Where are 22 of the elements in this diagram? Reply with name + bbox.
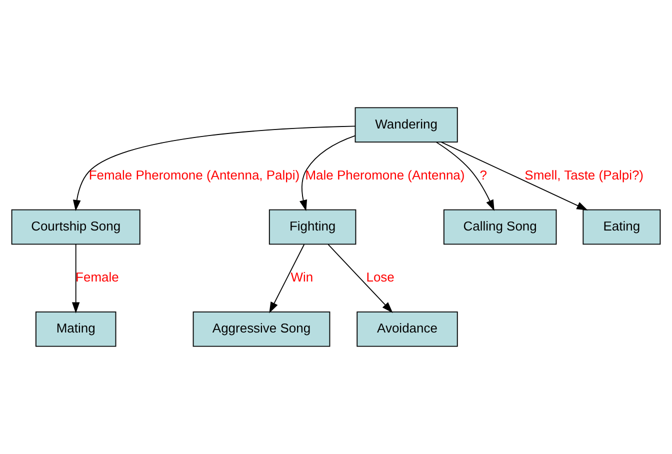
arrow <box>440 142 588 210</box>
arrow <box>328 244 393 313</box>
node-box: Mating <box>35 311 116 347</box>
node-box: Wandering <box>354 107 458 143</box>
edge-label: Female <box>76 269 119 284</box>
arrow <box>300 135 356 212</box>
node-box: Fighting <box>268 209 356 245</box>
node-box: Courtship Song <box>11 209 140 245</box>
arrow <box>436 142 494 212</box>
node-box: Avoidance <box>356 311 458 347</box>
arrow <box>72 126 356 212</box>
edge-label: Smell, Taste (Palpi?) <box>524 167 644 182</box>
node-box: Calling Song <box>443 209 557 245</box>
edge-label: Win <box>290 269 314 284</box>
arrow <box>72 244 80 314</box>
edge-label: Male Pheromone (Antenna) <box>305 167 465 182</box>
node-box: Eating <box>582 209 661 245</box>
edge-label: Lose <box>366 269 394 284</box>
node-box: Aggressive Song <box>192 311 330 347</box>
edge-label: Female Pheromone (Antenna, Palpi) <box>88 167 300 182</box>
arrow <box>269 244 305 314</box>
edge-label: ? <box>480 167 487 182</box>
